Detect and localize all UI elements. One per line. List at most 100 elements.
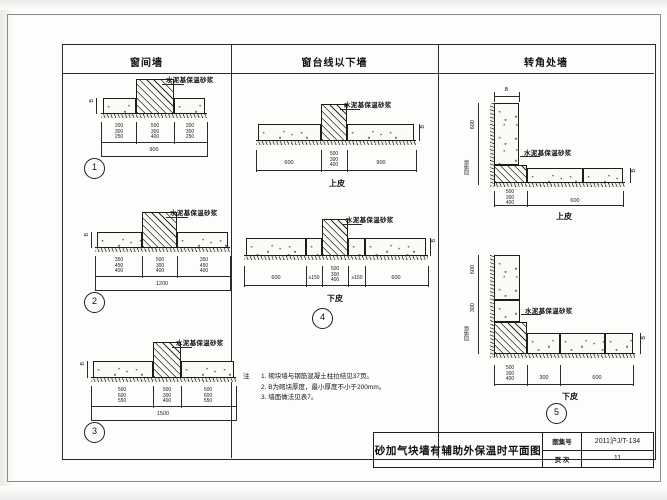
d5l-block-vertical-1: [494, 255, 520, 300]
d4u-dim-right: 900: [376, 160, 386, 166]
d4l-callout-leader: [342, 224, 362, 225]
panel-3-header-rule: [438, 73, 654, 74]
d3-height-dim-text: B: [80, 362, 86, 366]
d3-detail-marker: 3: [84, 422, 105, 443]
d5u-top-dim-text: B: [504, 87, 509, 93]
d5-detail-marker: 5: [546, 403, 567, 424]
d3-height-dim-line: [87, 361, 88, 378]
d2-total-dim-line: [95, 290, 230, 291]
d1-total-dim-text: 900: [149, 147, 159, 153]
d5l-callout-leader: [521, 314, 541, 315]
d4u-dim-center: 500 300 400: [329, 151, 339, 169]
d4l-block-right: [365, 238, 426, 256]
d1-block-left: [103, 98, 136, 114]
atlas-number-key: 图集号: [543, 433, 582, 450]
d1-detail-marker: 1: [84, 158, 105, 179]
d2-callout-label: 水泥基保温砂浆: [170, 210, 218, 217]
d1-dim-stack-center: 500 300 400: [150, 123, 160, 141]
d3-total-dim-text: 1500: [156, 411, 170, 417]
d5u-block-horizontal-1: [527, 168, 583, 183]
d5l-dim-line: [494, 384, 633, 385]
d1-dim-line-1: [101, 142, 207, 143]
d2-callout-leader: [166, 217, 188, 218]
panel-separator-1: [231, 44, 232, 458]
d5l-caption: 下皮: [562, 392, 578, 401]
d5u-vdim-line-2: [478, 165, 479, 185]
d1-block-right: [174, 98, 205, 114]
d2-block-left: [97, 232, 142, 248]
d5u-dim-1: 500 300 400: [505, 189, 515, 207]
page-value: 11: [613, 455, 622, 463]
title-block-row-page: 页 次 11: [543, 450, 653, 467]
d3-callout-label: 水泥基保温砂浆: [176, 340, 224, 347]
d5u-vdim-1: 600: [470, 120, 476, 130]
d1-height-dim-text: B: [89, 99, 95, 103]
d4l-dim-4: ≥150: [351, 275, 363, 281]
d3-dim-stack-left: 500 600 550: [117, 387, 127, 405]
panel-title-below-sill-wall: 窗台线以下墙: [301, 58, 368, 69]
d4u-height-dim-line: [419, 124, 420, 141]
d4u-height-dim-text: B: [420, 125, 426, 129]
d5u-right-dim-text: B: [631, 169, 637, 173]
panel-separator-2: [438, 44, 439, 458]
d3-dim-stack-center: 500 300 400: [162, 387, 172, 405]
d4u-caption: 上皮: [329, 179, 345, 188]
d4u-block-right: [347, 124, 414, 141]
d4u-dim-line: [256, 170, 416, 171]
d5l-vdim-2: 300: [470, 303, 476, 313]
d2-block-right: [177, 232, 228, 248]
notes-block: 注 1. 砌块墙与钢筋混凝土柱拉结见37页。 2. B为砌块厚度，最小厚度不小于…: [243, 372, 428, 404]
d1-callout-label: 水泥基保温砂浆: [166, 77, 214, 84]
d2-dim-line-1: [95, 276, 230, 277]
d5l-dim-1: 500 300 400: [505, 365, 515, 383]
scan-edge-top: [0, 0, 667, 10]
d3-dim-stack-right: 500 600 550: [203, 387, 213, 405]
notes-heading: 注: [243, 373, 250, 380]
d4l-dim-3: 500 300 400: [330, 266, 340, 284]
d2-detail-marker: 2: [84, 292, 105, 313]
d5l-vdim-line-2: [478, 300, 479, 322]
d5l-block-horizontal-1: [527, 333, 560, 354]
d3-insulation-core: [153, 342, 181, 378]
d4-detail-marker: 4: [312, 308, 333, 329]
note-item-1: 1. 砌块墙与钢筋混凝土柱拉结见37页。: [261, 373, 373, 380]
d5l-dim-3: 600: [592, 375, 602, 381]
d5l-right-dim-text: B: [641, 336, 647, 340]
d4u-dim-left: 600: [284, 160, 294, 166]
d3-callout-leader: [172, 347, 192, 348]
d5l-vdim-line-3: [478, 322, 479, 354]
d3-dim-line-1: [91, 406, 236, 407]
panel-title-pier-wall: 窗间墙: [130, 58, 163, 69]
sheet-inner-border: [62, 44, 656, 460]
d1-dim-stack-right: 200 300 250: [185, 123, 195, 141]
d2-height-dim-line: [91, 232, 92, 248]
d4l-dim-5: 600: [391, 275, 401, 281]
d2-dim-stack-center: 500 300 400: [155, 257, 165, 275]
d5u-block-vertical: [494, 103, 519, 165]
d5l-vdim-line-1: [478, 255, 479, 300]
note-item-2: 2. B为砌块厚度，最小厚度不小于200mm。: [261, 383, 386, 391]
d4l-dim-1: 600: [271, 275, 281, 281]
d3-block-right: [181, 361, 234, 378]
d5u-dim-2: 600: [570, 198, 580, 204]
d5u-caption: 上皮: [556, 212, 572, 221]
d5l-vdim-3: 回填层: [464, 326, 470, 341]
d5u-block-horizontal-2: [583, 168, 623, 183]
d3-block-left: [93, 361, 153, 378]
d1-callout-leader: [162, 84, 184, 85]
d5l-dim-2: 300: [539, 375, 549, 381]
page-key: 页 次: [543, 450, 582, 467]
atlas-number-value: 2011沪J/T-134: [594, 438, 641, 446]
title-block: 砂加气块墙有辅助外保温时平面图 图集号 2011沪J/T-134 页 次 11: [373, 432, 654, 468]
d2-height-dim-text: B: [84, 233, 90, 237]
title-block-drawing-title: 砂加气块墙有辅助外保温时平面图: [374, 433, 543, 467]
d2-total-dim-text: 1200: [155, 281, 169, 287]
d4l-height-dim-text: B: [431, 239, 437, 243]
d5l-callout-label: 水泥基保温砂浆: [525, 308, 573, 315]
d3-total-dim-line: [91, 420, 236, 421]
d5u-dim-line: [494, 205, 623, 206]
sheet-outer-border: [7, 14, 661, 482]
d5u-callout-label: 水泥基保温砂浆: [524, 150, 572, 157]
d4u-callout-leader: [340, 109, 360, 110]
